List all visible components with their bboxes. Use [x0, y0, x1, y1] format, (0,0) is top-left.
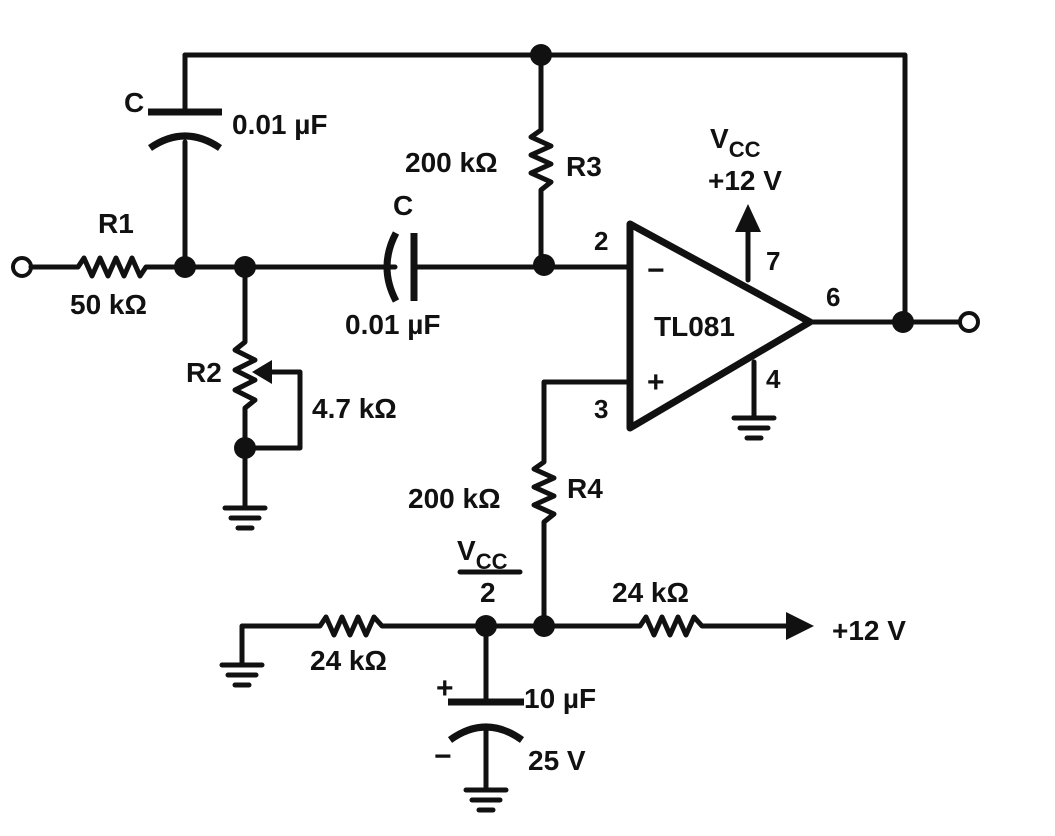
junction-dot	[533, 615, 555, 637]
vcc-label-main: V	[710, 123, 729, 154]
resistor-r4-value: 200 kΩ	[408, 483, 501, 514]
junction-dot	[530, 44, 552, 66]
junction-dot	[234, 256, 256, 278]
capacitor-10uf-plus: +	[436, 672, 454, 705]
resistor-bias-left	[239, 614, 489, 668]
capacitor-c-mid-value: 0.01 µF	[345, 309, 441, 340]
resistor-r2-name: R2	[186, 357, 222, 388]
junction-dot	[475, 615, 497, 637]
junction-dot	[892, 311, 914, 333]
opamp-pin-2: 2	[594, 226, 608, 256]
ground-opamp	[731, 359, 777, 441]
junction-dot	[234, 437, 256, 459]
bias-label-main: V	[457, 535, 476, 566]
capacitor-10uf-minus: −	[434, 740, 452, 773]
capacitor-c-mid-name: C	[393, 190, 413, 221]
resistor-r1-value: 50 kΩ	[70, 289, 147, 320]
bias-label: VCC	[457, 535, 508, 574]
resistor-bias-left-value: 24 kΩ	[310, 645, 387, 676]
opamp-pin-7: 7	[766, 246, 780, 276]
resistor-bias-right	[541, 612, 814, 640]
input-terminal[interactable]	[11, 256, 33, 278]
vcc-supply-arrow	[735, 204, 761, 283]
resistor-r1-name: R1	[98, 208, 134, 239]
vcc-value: +12 V	[708, 165, 782, 196]
resistor-r4	[531, 379, 633, 628]
junction-dot	[174, 256, 196, 278]
capacitor-10uf-voltage: 25 V	[528, 745, 586, 776]
opamp-tl081	[626, 220, 814, 432]
opamp-inverting-sign: −	[647, 254, 665, 287]
opamp-pin-6: 6	[826, 282, 840, 312]
resistor-r1	[28, 255, 188, 279]
junction-dots	[174, 44, 914, 637]
resistor-r2-value: 4.7 kΩ	[312, 393, 397, 424]
resistor-bias-right-value: 24 kΩ	[612, 577, 689, 608]
bias-denominator: 2	[480, 577, 496, 608]
vcc-label-sub: CC	[729, 137, 761, 162]
opamp-name: TL081	[654, 311, 735, 342]
feedback-rail	[182, 52, 908, 325]
ground-bias-cap	[463, 787, 509, 813]
resistor-r2-potentiometer	[232, 264, 303, 511]
capacitor-c-top-value: 0.01 µF	[232, 109, 328, 140]
opamp-pin-4: 4	[766, 364, 781, 394]
resistor-r3	[528, 52, 554, 270]
capacitor-10uf-value: 10 µF	[524, 683, 596, 714]
opamp-pin-3: 3	[594, 394, 608, 424]
resistor-r4-name: R4	[567, 473, 603, 504]
ground-bias-left	[219, 662, 265, 688]
input-supply-label: +12 V	[832, 615, 906, 646]
capacitor-c-top-name: C	[124, 87, 144, 118]
opamp-noninverting-sign: +	[647, 366, 665, 399]
capacitor-10uf	[447, 623, 525, 793]
resistor-r3-name: R3	[566, 151, 602, 182]
vcc-label: VCC	[710, 123, 761, 162]
resistor-r3-value: 200 kΩ	[405, 147, 498, 178]
output-terminal[interactable]	[958, 311, 980, 333]
junction-dot	[533, 254, 555, 276]
ground-r2	[222, 505, 268, 531]
capacitor-c-top	[148, 108, 222, 151]
